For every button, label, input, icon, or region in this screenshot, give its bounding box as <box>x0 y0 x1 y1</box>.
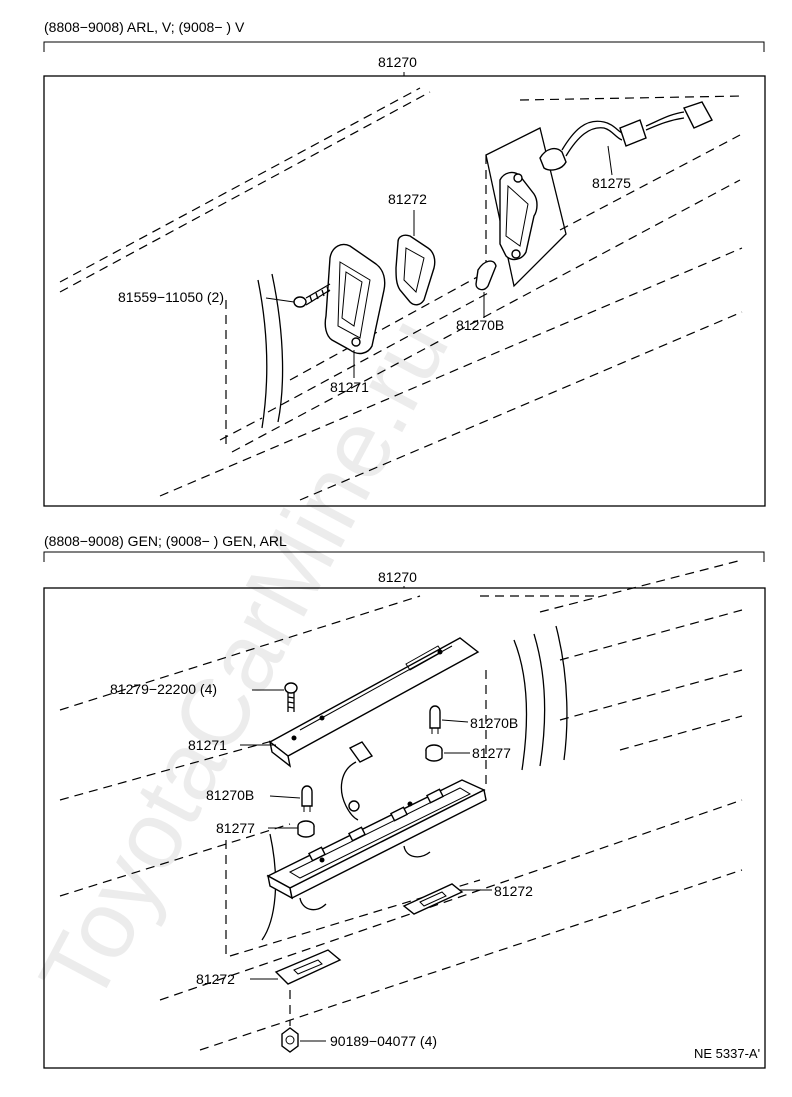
gasket-right-bottom <box>402 883 464 915</box>
assembly-bracket-top <box>43 41 765 52</box>
section-bottom: (8808−9008) GEN; (9008− ) GEN, ARL 81270 <box>43 533 766 1069</box>
section-top-heading: (8808−9008) ARL, V; (9008− ) V <box>44 19 245 35</box>
label-screw-top: 81559−11050 (2) <box>118 289 224 305</box>
section-bottom-heading: (8808−9008) GEN; (9008− ) GEN, ARL <box>44 533 287 549</box>
label-lens-top: 81271 <box>330 379 369 395</box>
label-gasket-left-bottom: 81272 <box>196 971 235 987</box>
lamp-base-bottom <box>266 779 487 911</box>
gasket-left-bottom <box>274 949 342 985</box>
label-bulb-top: 81270B <box>456 317 504 333</box>
section-top-assembly-number: 81270 <box>378 54 417 70</box>
label-wire-harness-top: 81275 <box>592 175 631 191</box>
label-screw-bottom: 81279−22200 (4) <box>110 681 217 697</box>
leader-bulb-right-bottom <box>441 719 469 723</box>
nut-bottom <box>281 990 299 1053</box>
label-bulb-left-bottom: 81270B <box>206 787 254 803</box>
lamp-housing-top <box>499 171 538 261</box>
license-lamp-lens-bottom <box>268 637 480 768</box>
label-gasket-top: 81272 <box>388 191 427 207</box>
assembly-bracket-bottom <box>43 551 765 562</box>
label-bulb-right-bottom: 81270B <box>470 715 518 731</box>
label-socket-left-bottom: 81277 <box>216 820 255 836</box>
socket-right-bottom <box>425 744 443 762</box>
section-bottom-assembly-number: 81270 <box>378 569 417 585</box>
bulb-top <box>475 260 497 291</box>
bulb-left-bottom <box>301 785 313 812</box>
screw-bottom <box>284 682 298 712</box>
bulb-right-bottom <box>429 705 441 734</box>
section-top: (8808−9008) ARL, V; (9008− ) V 81270 <box>43 19 766 507</box>
leader-screw-top <box>265 297 295 303</box>
section-top-frame <box>43 75 766 507</box>
gasket-top <box>395 234 436 306</box>
label-nut-bottom: 90189−04077 (4) <box>330 1033 437 1049</box>
body-panel-top <box>59 87 743 501</box>
license-lamp-lens-top <box>324 243 386 355</box>
label-gasket-right-bottom: 81272 <box>494 883 533 899</box>
section-bottom-frame <box>43 587 766 1069</box>
drawing-id: NE 5337-A' <box>694 1046 760 1061</box>
wiring-bottom <box>340 741 374 821</box>
label-lens-bottom: 81271 <box>188 737 227 753</box>
wire-harness-top <box>539 101 713 171</box>
watermark: ToyotaCarMine.ru <box>19 301 469 1020</box>
label-socket-right-bottom: 81277 <box>472 745 511 761</box>
screw-top <box>293 283 331 308</box>
leader-bulb-left-bottom <box>269 795 301 799</box>
leader-wire-harness-top <box>607 145 613 176</box>
socket-left-bottom <box>297 820 315 838</box>
